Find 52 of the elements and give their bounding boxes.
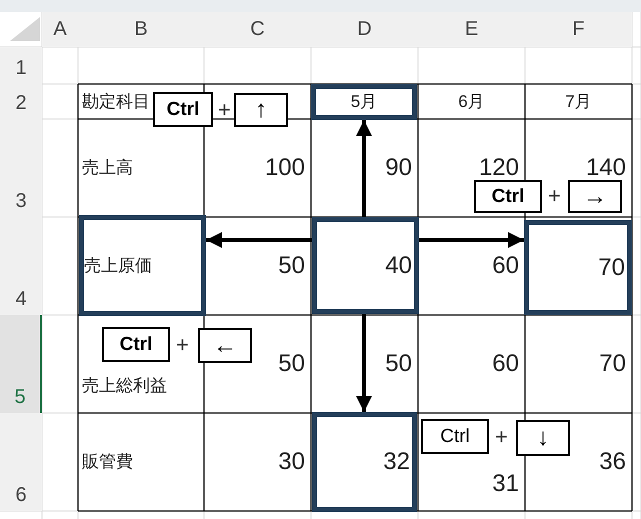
cell-value: 120 bbox=[478, 154, 519, 182]
selected-cell: 5月 bbox=[311, 84, 417, 120]
row-label: 勘定科目 bbox=[82, 90, 150, 112]
key-cap: Ctrl bbox=[474, 180, 542, 213]
key-cap: Ctrl bbox=[153, 92, 213, 127]
row-label: 売上高 bbox=[82, 157, 133, 179]
column-header: F bbox=[525, 12, 632, 47]
row-label: 販管費 bbox=[82, 451, 133, 473]
cell-value: 60 bbox=[492, 252, 519, 280]
key-cap: Ctrl bbox=[102, 327, 170, 362]
row-header: 2 bbox=[0, 84, 42, 119]
selected-cell: 40 bbox=[312, 217, 419, 314]
plus-sign: + bbox=[548, 184, 561, 208]
cell-value: 50 bbox=[278, 350, 305, 378]
key-cap: ↑ bbox=[234, 93, 288, 127]
row-header: 5 bbox=[0, 315, 42, 413]
column-header: E bbox=[418, 12, 525, 47]
cell-value: 70 bbox=[599, 350, 626, 378]
row-header: 3 bbox=[0, 119, 42, 217]
cell-value: 50 bbox=[385, 350, 412, 378]
cell-value: 140 bbox=[586, 154, 626, 182]
row-header: 1 bbox=[0, 47, 42, 84]
selected-cell: 売上原価 bbox=[79, 215, 206, 316]
cell-value: 31 bbox=[492, 470, 519, 498]
row-header: 6 bbox=[0, 413, 42, 511]
arrow bbox=[356, 314, 372, 412]
column-header: A bbox=[42, 12, 78, 47]
arrow bbox=[356, 120, 372, 217]
column-header: C bbox=[204, 12, 311, 47]
row-label: 売上総利益 bbox=[82, 375, 167, 397]
cell-value: 90 bbox=[385, 154, 412, 182]
selected-cell: 70 bbox=[524, 220, 632, 315]
arrow bbox=[419, 232, 524, 248]
cell-value: 100 bbox=[264, 154, 305, 182]
selected-cell: 32 bbox=[312, 412, 417, 512]
key-cap: → bbox=[568, 180, 622, 213]
cell-value: 50 bbox=[278, 252, 305, 280]
plus-sign: + bbox=[495, 425, 508, 449]
month-label: 7月 bbox=[565, 90, 592, 112]
cell-value: 60 bbox=[492, 350, 519, 378]
plus-sign: + bbox=[218, 98, 231, 122]
plus-sign: + bbox=[176, 333, 189, 357]
key-cap: ← bbox=[198, 328, 252, 363]
arrow bbox=[206, 232, 312, 248]
month-label: 6月 bbox=[458, 90, 485, 112]
cell-value: 36 bbox=[599, 448, 626, 476]
column-header: B bbox=[78, 12, 204, 47]
key-cap: ↓ bbox=[516, 420, 570, 456]
cell-value: 30 bbox=[278, 448, 305, 476]
row-header: 4 bbox=[0, 217, 42, 315]
key-cap: Ctrl bbox=[421, 419, 489, 454]
column-header: D bbox=[311, 12, 418, 47]
